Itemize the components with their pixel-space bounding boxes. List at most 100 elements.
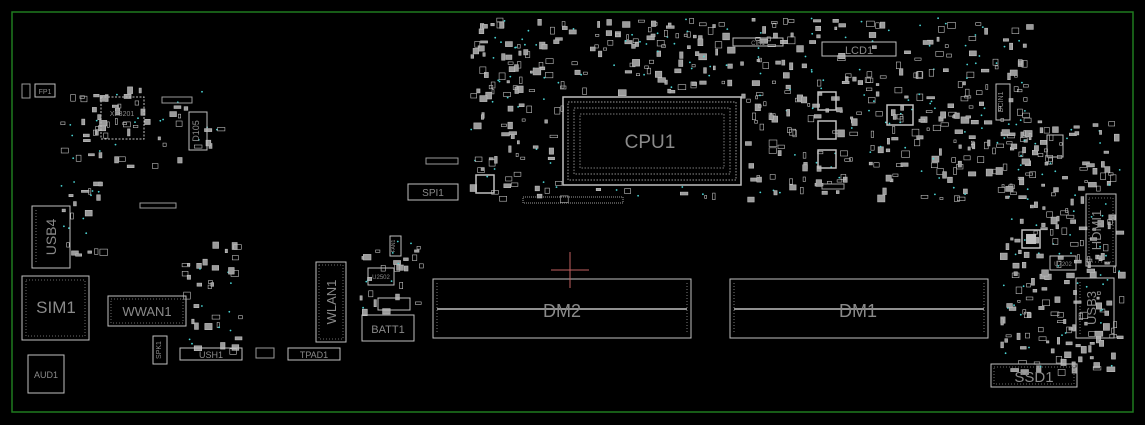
via xyxy=(938,177,941,179)
via xyxy=(920,170,923,173)
smd-part xyxy=(679,51,684,59)
smd-part xyxy=(783,17,788,25)
spk-label: SPK1 xyxy=(156,341,163,359)
smd-part xyxy=(127,128,131,137)
smd-part xyxy=(561,26,568,30)
smd-part xyxy=(75,154,82,162)
via xyxy=(858,68,861,71)
via xyxy=(517,106,519,108)
smd-part xyxy=(1101,161,1105,168)
smd-part xyxy=(1103,244,1109,252)
chip xyxy=(475,174,495,194)
dcin-connector[interactable]: DCIN1 xyxy=(995,83,1011,121)
smd-part xyxy=(532,145,539,149)
smd-part xyxy=(571,61,578,66)
smd-part xyxy=(954,129,963,134)
usb3-connector[interactable]: USB3 xyxy=(1075,277,1115,339)
smd-part xyxy=(1046,340,1050,344)
smd-part xyxy=(935,51,944,57)
hdmi-connector[interactable]: HDMI1 xyxy=(1085,193,1117,267)
smd-part xyxy=(1034,201,1038,208)
via xyxy=(725,64,728,67)
wwan-connector[interactable]: WWAN1 xyxy=(107,295,187,327)
d105-component[interactable]: D105 xyxy=(188,111,208,151)
smd-part xyxy=(500,123,507,127)
via xyxy=(944,22,947,25)
smd-part xyxy=(840,174,847,180)
via xyxy=(1007,123,1010,125)
usb4-connector[interactable]: USB4 xyxy=(31,205,71,269)
smd-part xyxy=(1006,303,1013,308)
smd-part xyxy=(1042,299,1050,306)
cir-component[interactable]: CIR1 xyxy=(732,37,784,47)
via xyxy=(97,190,100,193)
via xyxy=(1104,203,1107,205)
smd-part xyxy=(70,212,74,220)
smd-part xyxy=(505,176,513,182)
smd-part xyxy=(496,17,504,23)
smd-part xyxy=(1106,300,1113,306)
tpad-connector[interactable]: TPAD1 xyxy=(287,347,341,361)
d105-label: D105 xyxy=(191,120,201,142)
via xyxy=(613,64,615,67)
dm2-slot[interactable]: DM2 xyxy=(432,278,692,339)
smd-part xyxy=(545,72,554,79)
smd-part xyxy=(815,179,822,187)
via xyxy=(850,127,853,129)
via xyxy=(928,44,931,47)
smd-part xyxy=(1023,251,1030,258)
smd-part xyxy=(595,188,602,192)
smd-part xyxy=(844,158,851,162)
lcd-connector[interactable]: LCD1 xyxy=(821,41,897,57)
via xyxy=(980,114,983,117)
via xyxy=(869,151,872,154)
smd-part xyxy=(554,107,561,115)
ssd-connector[interactable]: SSD1 xyxy=(990,363,1078,388)
smd-part xyxy=(1010,143,1018,150)
spi-connector[interactable]: SPI1 xyxy=(407,183,459,201)
aud-connector[interactable]: AUD1 xyxy=(27,354,65,394)
smd-part xyxy=(840,150,848,157)
smd-part xyxy=(947,22,956,29)
via xyxy=(804,55,807,58)
smd-part xyxy=(769,174,776,180)
sim-connector[interactable]: SIM1 xyxy=(21,275,90,341)
smd-part xyxy=(1097,291,1101,295)
smd-part xyxy=(689,18,694,24)
smd-part xyxy=(94,248,99,255)
smd-part xyxy=(1045,155,1053,162)
smd-part xyxy=(809,40,816,44)
smd-part xyxy=(813,114,822,119)
smd-part xyxy=(674,68,682,74)
smd-part xyxy=(864,77,871,83)
spk-connector[interactable]: SPK1 xyxy=(152,335,168,365)
smd-part xyxy=(505,41,513,47)
xf3201-component[interactable]: XF3201 xyxy=(100,96,145,140)
batt-connector[interactable]: BATT1 xyxy=(361,314,415,342)
smd-part xyxy=(759,38,769,44)
smd-part xyxy=(81,190,90,193)
dm1-slot[interactable]: DM1 xyxy=(729,278,989,339)
smd-part xyxy=(712,192,716,201)
smd-part xyxy=(788,19,795,23)
u7202-component[interactable]: U7202 xyxy=(1049,255,1077,271)
smd-part xyxy=(1017,299,1021,303)
cpu-component[interactable]: CPU1 xyxy=(562,96,742,186)
fan-connector[interactable]: FAN1 xyxy=(389,235,402,257)
fp-connector[interactable]: FP1 xyxy=(34,83,56,98)
smd-part xyxy=(703,67,707,74)
u2502-component[interactable]: U2502 xyxy=(367,267,395,286)
smd-part xyxy=(81,118,86,126)
smd-part xyxy=(196,262,202,269)
smd-part xyxy=(964,95,972,99)
via xyxy=(1023,139,1026,142)
via xyxy=(498,80,501,83)
smd-part xyxy=(900,162,909,167)
usb-h-connector[interactable]: USH1 xyxy=(179,347,243,361)
smd-part xyxy=(1055,224,1059,230)
via xyxy=(1022,285,1025,288)
via xyxy=(1026,188,1029,191)
smd-part xyxy=(875,83,880,86)
smd-part xyxy=(479,66,487,74)
wlan-connector[interactable]: WLAN1 xyxy=(315,261,347,343)
